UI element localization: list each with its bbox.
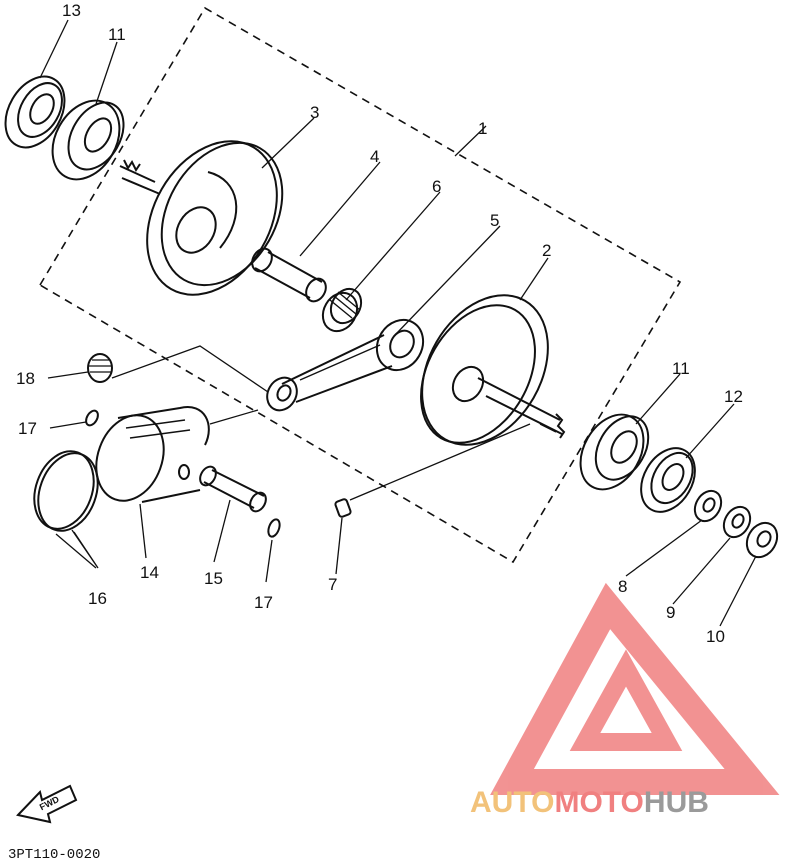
bearing-11-right	[579, 413, 650, 491]
piston-pin-clip-17-upper	[85, 409, 99, 427]
small-end-bearing-18	[87, 353, 113, 383]
bearing-11-left	[51, 99, 125, 181]
washer-8	[693, 489, 723, 523]
label-4: 4	[370, 147, 379, 166]
label-6: 6	[432, 177, 441, 196]
label-16: 16	[88, 589, 107, 608]
crank-half-3	[119, 140, 284, 296]
watermark-part-moto: MOTO	[554, 786, 643, 819]
piston-pin-clip-17-lower	[267, 518, 281, 538]
lock-washer-9	[722, 505, 752, 539]
crank-pin-4	[251, 247, 327, 303]
label-15: 15	[204, 569, 223, 588]
label-3: 3	[310, 103, 319, 122]
nut-10	[745, 521, 779, 559]
label-9: 9	[666, 603, 675, 622]
piston-14	[95, 406, 210, 503]
label-12: 12	[724, 387, 743, 406]
label-14: 14	[140, 563, 159, 582]
label-5: 5	[490, 211, 499, 230]
watermark-logo	[490, 582, 780, 795]
piston-rings-16	[33, 450, 99, 532]
label-11-right: 11	[672, 359, 690, 378]
label-17-lower: 17	[254, 593, 273, 612]
diagram-code: 3PT110-0020	[8, 847, 100, 863]
label-2: 2	[542, 241, 551, 260]
crankshaft-assembly-boundary	[38, 6, 682, 564]
label-1: 1	[478, 119, 487, 138]
part-labels: 13 11 3 4 6 5 2 1 11 12 18 17 8 9 10 7 1…	[16, 1, 743, 646]
label-10: 10	[706, 627, 725, 646]
watermark-part-hub: HUB	[644, 786, 709, 819]
woodruff-key-7	[334, 498, 352, 518]
label-7: 7	[328, 575, 337, 594]
oil-seal-13	[4, 75, 66, 149]
label-17-upper: 17	[18, 419, 37, 438]
crank-half-2	[420, 294, 566, 446]
watermark-part-auto: AUTO	[470, 786, 554, 819]
oil-seal-12	[640, 447, 696, 513]
needle-bearing-6	[321, 287, 363, 333]
label-13: 13	[62, 1, 81, 20]
leader-lines	[39, 19, 757, 627]
watermark-text: AUTOMOTOHUB	[470, 786, 709, 819]
label-11-left: 11	[108, 25, 126, 44]
label-18: 18	[16, 369, 35, 388]
piston-pin-15	[199, 465, 267, 513]
connecting-rod-5	[266, 318, 425, 412]
label-8: 8	[618, 577, 627, 596]
fwd-arrow-icon: FWD	[16, 784, 78, 824]
